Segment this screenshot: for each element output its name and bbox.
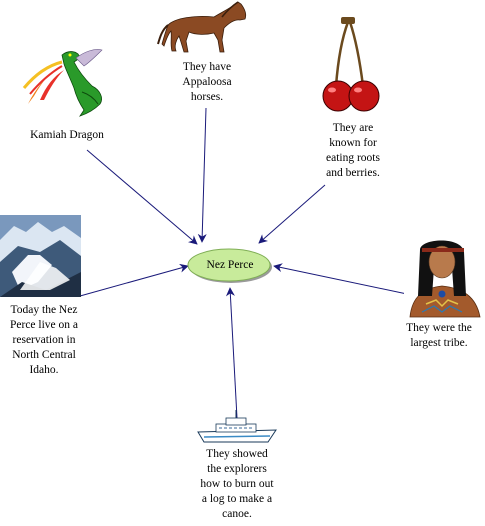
node-horses-label: They have Appaloosa horses. <box>182 61 232 103</box>
dragon-icon <box>22 49 103 117</box>
mountain-icon <box>0 215 81 297</box>
arrow-tribe <box>273 263 408 295</box>
center-label: Nez Perce <box>206 259 254 271</box>
native-woman-icon <box>404 235 482 318</box>
connector-arrows <box>79 107 408 419</box>
cherries-icon <box>322 17 380 112</box>
arrow-canoe <box>225 287 238 419</box>
arrow-dragon <box>86 149 198 245</box>
center-oval <box>187 248 271 282</box>
arrow-idaho <box>79 263 189 297</box>
node-dragon-label: Kamiah Dragon <box>30 129 104 141</box>
node-berries-label: They are known for eating roots and berr… <box>326 122 380 179</box>
boat-icon <box>197 410 277 443</box>
arrow-horses <box>197 107 207 243</box>
arrow-berries <box>258 184 326 244</box>
node-tribe-label: They were the largest tribe. <box>406 322 472 349</box>
node-idaho-label: Today the Nez Perce live on a reservatio… <box>9 304 78 376</box>
horse-icon <box>157 1 247 53</box>
node-canoe-label: They showed the explorers how to burn ou… <box>200 448 274 520</box>
